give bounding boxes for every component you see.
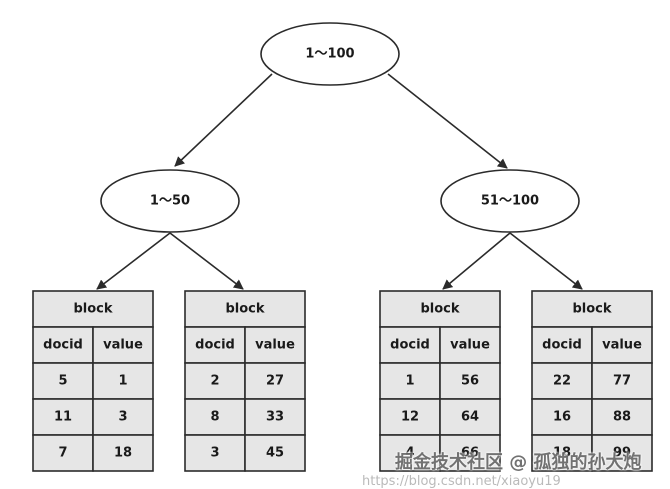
value-value: 99 bbox=[613, 446, 631, 461]
docid-value: 8 bbox=[210, 410, 219, 425]
left-node: 1～50 bbox=[100, 169, 240, 233]
block-table-3: block docid value 1 56 12 64 4 66 bbox=[379, 290, 501, 472]
block-title: block bbox=[225, 302, 264, 317]
table-cell bbox=[32, 434, 94, 472]
table-cell bbox=[184, 434, 246, 472]
header-cell bbox=[184, 326, 246, 364]
table-cell bbox=[439, 362, 501, 400]
root-node: 1～100 bbox=[260, 22, 400, 86]
value-value: 64 bbox=[461, 410, 479, 425]
value-value: 88 bbox=[613, 410, 631, 425]
docid-value: 16 bbox=[553, 410, 571, 425]
value-value: 45 bbox=[266, 446, 284, 461]
table-cell bbox=[379, 398, 441, 436]
edges bbox=[96, 73, 583, 290]
left-node-shape bbox=[100, 169, 240, 233]
edge-right-to-block-3 bbox=[442, 232, 511, 290]
watermark-url: https://blog.csdn.net/xiaoyu19 bbox=[362, 474, 561, 489]
docid-value: 3 bbox=[210, 446, 219, 461]
block-table-4: block docid value 22 77 16 88 18 99 bbox=[531, 290, 653, 472]
block-title: block bbox=[572, 302, 611, 317]
edge-right-to-block-4 bbox=[509, 232, 583, 290]
table-cell bbox=[92, 434, 154, 472]
header-cell bbox=[379, 326, 441, 364]
edge-left-to-block-2 bbox=[169, 232, 244, 290]
header-cell bbox=[92, 326, 154, 364]
value-value: 77 bbox=[613, 374, 631, 389]
header-value-label: value bbox=[103, 338, 143, 353]
docid-value: 7 bbox=[58, 446, 67, 461]
left-node-label: 1～50 bbox=[150, 194, 190, 209]
header-value-label: value bbox=[255, 338, 295, 353]
table-cell bbox=[439, 434, 501, 472]
header-docid-label: docid bbox=[390, 338, 430, 353]
table-cell bbox=[591, 398, 653, 436]
block-title-cell bbox=[32, 290, 154, 328]
right-node-label: 51～100 bbox=[481, 194, 539, 209]
docid-value: 11 bbox=[54, 410, 72, 425]
table-cell bbox=[244, 362, 306, 400]
block-title-cell bbox=[379, 290, 501, 328]
header-cell bbox=[439, 326, 501, 364]
table-cell bbox=[591, 362, 653, 400]
docid-value: 4 bbox=[405, 446, 414, 461]
docid-value: 18 bbox=[553, 446, 571, 461]
table-cell bbox=[591, 434, 653, 472]
right-node: 51～100 bbox=[440, 169, 580, 233]
header-docid-label: docid bbox=[542, 338, 582, 353]
header-cell bbox=[591, 326, 653, 364]
docid-value: 22 bbox=[553, 374, 571, 389]
edge-left-to-block-1 bbox=[96, 232, 171, 290]
table-cell bbox=[531, 434, 593, 472]
block-title: block bbox=[73, 302, 112, 317]
root-node-shape bbox=[260, 22, 400, 86]
docid-value: 12 bbox=[401, 410, 419, 425]
table-cell bbox=[32, 362, 94, 400]
table-cell bbox=[244, 434, 306, 472]
value-value: 56 bbox=[461, 374, 479, 389]
docid-value: 5 bbox=[58, 374, 67, 389]
header-docid-label: docid bbox=[195, 338, 235, 353]
value-value: 66 bbox=[461, 446, 479, 461]
watermark-text: 掘金技术社区 @ 孤独的孙大炮 bbox=[395, 452, 642, 473]
header-value-label: value bbox=[450, 338, 490, 353]
edge-root-to-right bbox=[387, 73, 508, 169]
docid-value: 2 bbox=[210, 374, 219, 389]
header-cell bbox=[244, 326, 306, 364]
header-docid-label: docid bbox=[43, 338, 83, 353]
right-node-shape bbox=[440, 169, 580, 233]
value-value: 27 bbox=[266, 374, 284, 389]
value-value: 3 bbox=[118, 410, 127, 425]
block-title: block bbox=[420, 302, 459, 317]
block-title-cell bbox=[531, 290, 653, 328]
edge-root-to-left bbox=[174, 73, 273, 167]
block-title-cell bbox=[184, 290, 306, 328]
header-value-label: value bbox=[602, 338, 642, 353]
value-value: 18 bbox=[114, 446, 132, 461]
root-node-label: 1～100 bbox=[305, 47, 354, 62]
docid-value: 1 bbox=[405, 374, 414, 389]
value-value: 1 bbox=[118, 374, 127, 389]
value-value: 33 bbox=[266, 410, 284, 425]
